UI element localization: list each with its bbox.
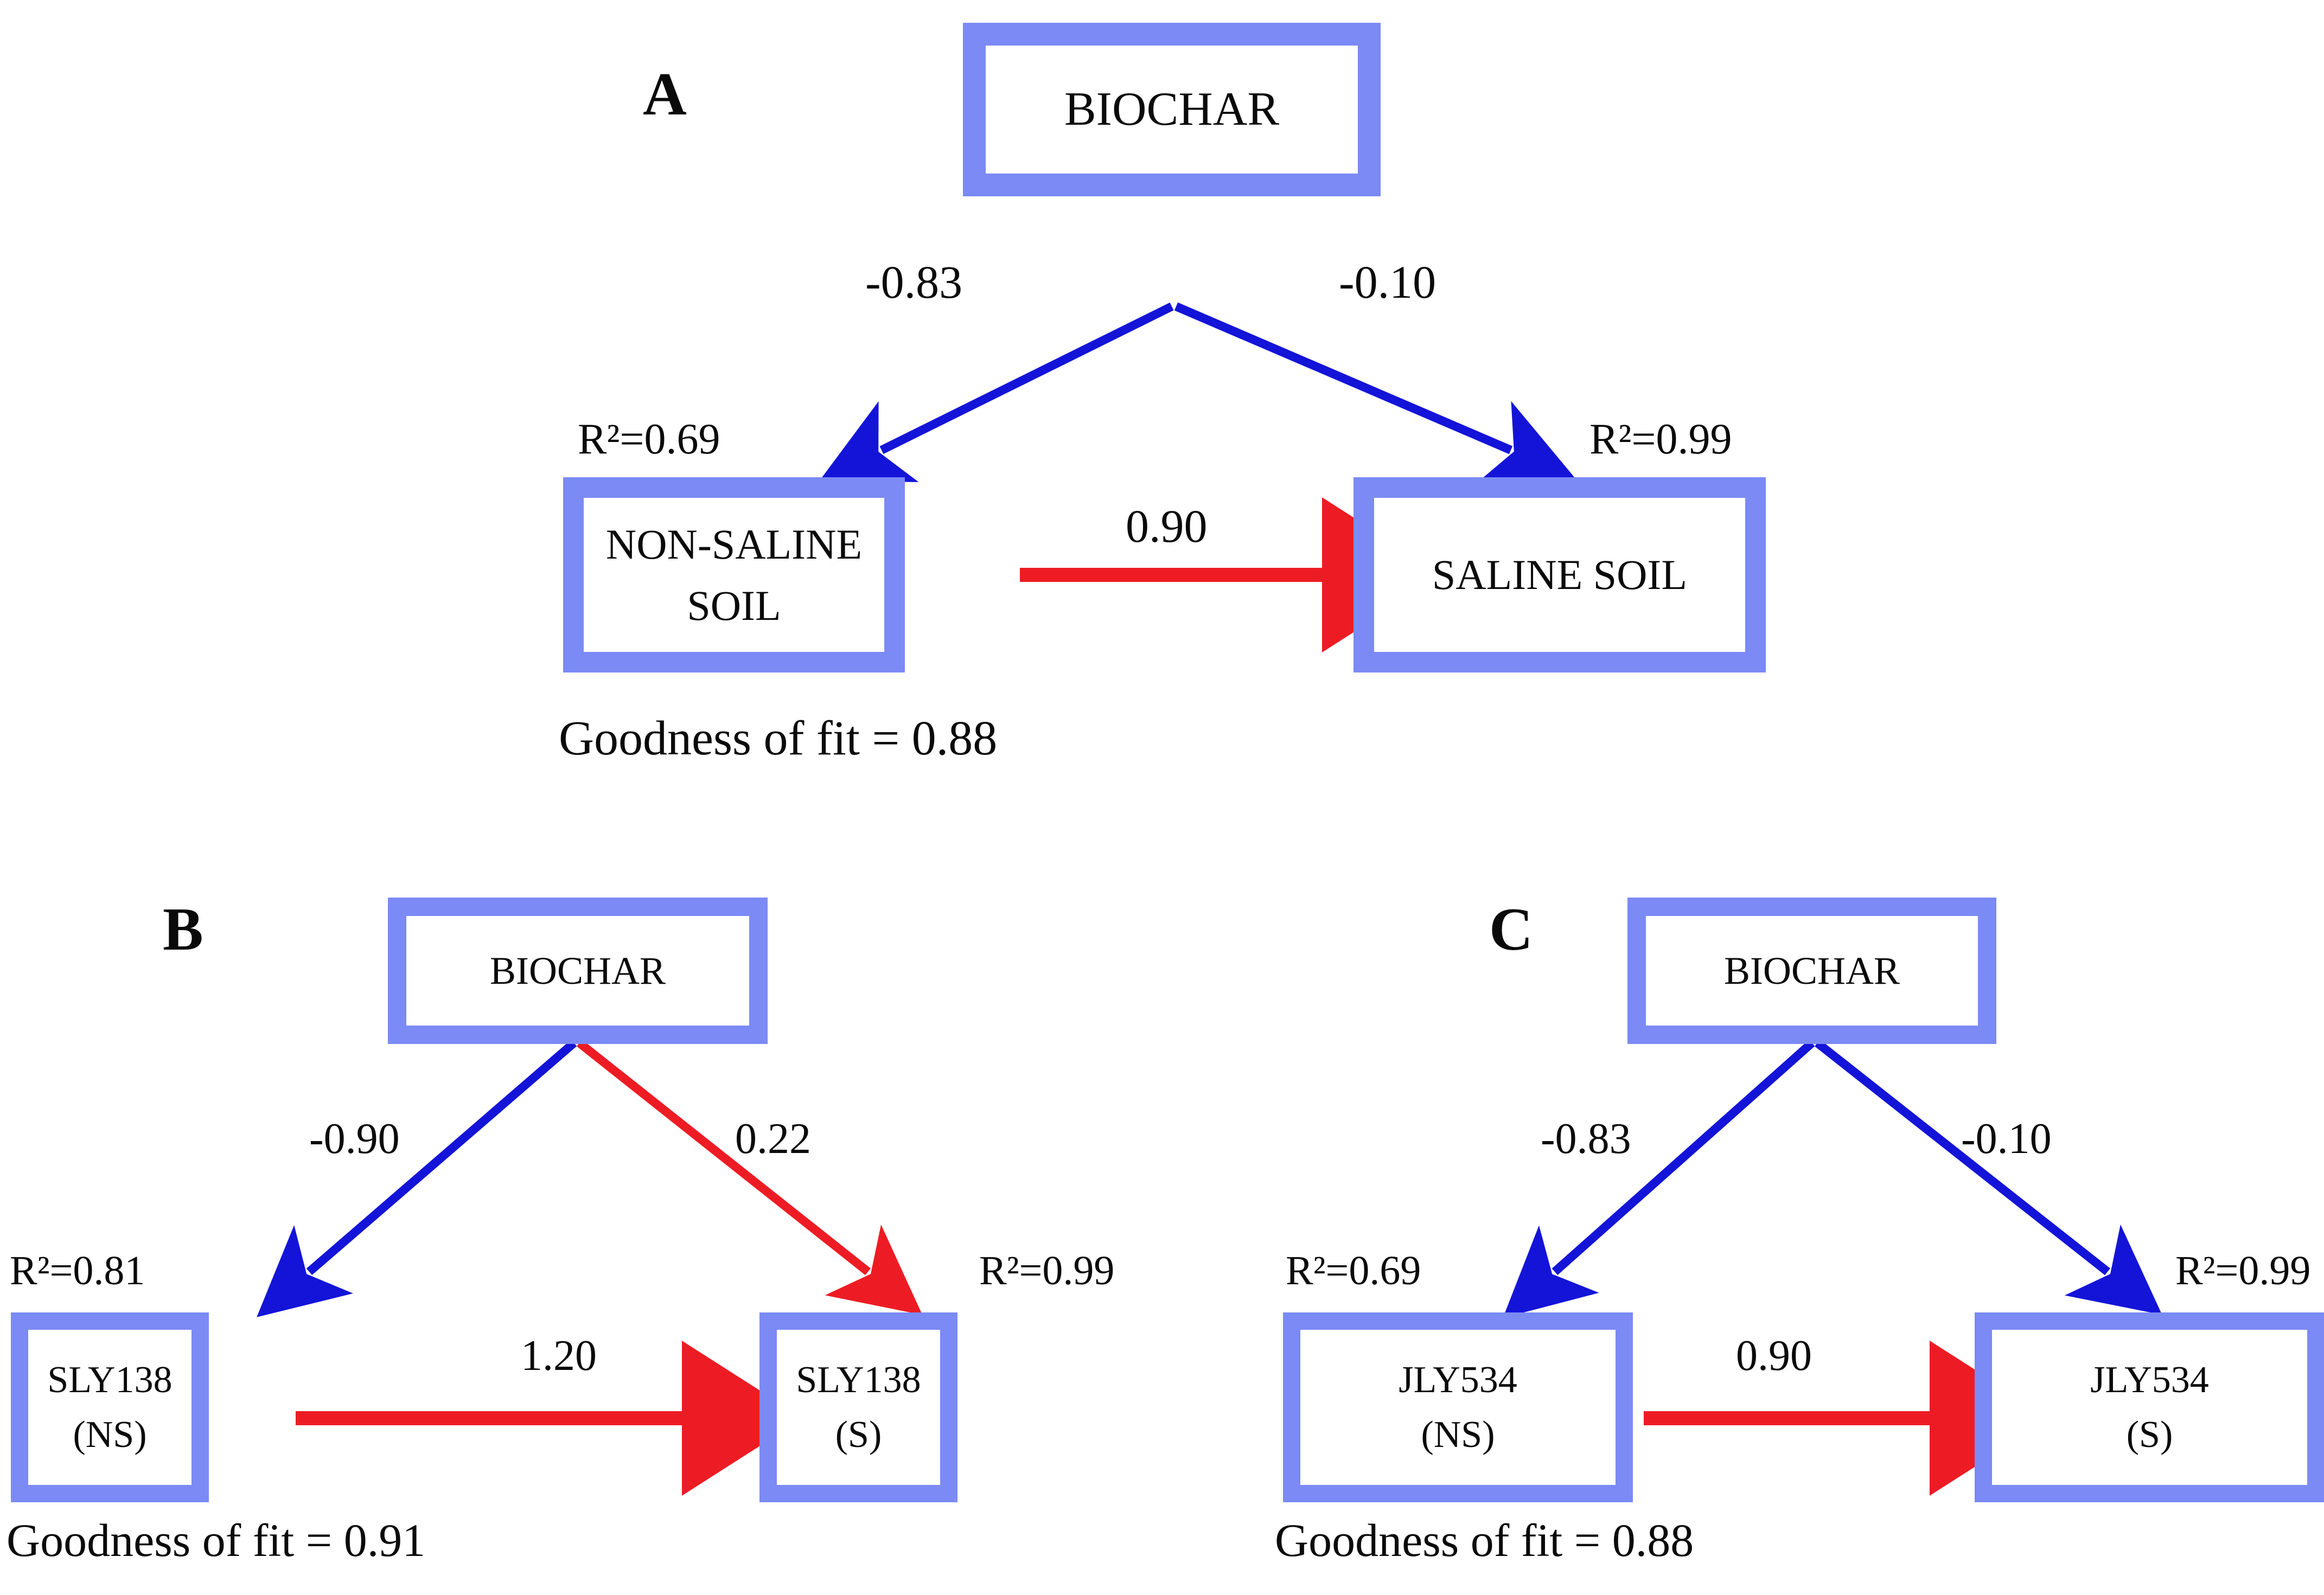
panel-c-node-jly534-s: JLY534 (S) [1975,1312,2324,1502]
panel-b-letter: B [163,896,203,963]
panel-b-coef-right: 0.22 [735,1115,811,1163]
panel-a-node-biochar-label: BIOCHAR [1064,83,1280,136]
path-b-biochar-to-sly138s [577,1039,923,1315]
panel-c-node-biochar-label: BIOCHAR [1723,949,1900,992]
panel-a-coef-left: -0.83 [865,256,963,308]
panel-b-coef-left: -0.90 [309,1115,400,1163]
panel-c-r2-left: R²=0.69 [1286,1248,1421,1293]
panel-a-node-non-saline-soil-label: NON-SALINE SOIL [605,520,863,629]
panel-a-node-biochar: BIOCHAR [963,23,1381,196]
panel-c-letter: C [1489,896,1533,963]
panel-b-node-sly138-ns: SLY138 (NS) [11,1312,209,1502]
panel-a-node-non-saline-soil: NON-SALINE SOIL [563,477,905,672]
panel-a-r2-left: R²=0.69 [578,415,720,463]
panel-a-letter: A [643,61,687,128]
path-a-biochar-to-saline [1174,302,1575,484]
panel-c-coef-left: -0.83 [1541,1115,1631,1163]
panel-c-r2-right: R²=0.99 [2175,1248,2311,1293]
panel-a-node-saline-soil-label: SALINE SOIL [1432,551,1688,599]
panel-c-coef-middle: 0.90 [1736,1332,1812,1380]
panel-c-node-jly534-s-label: JLY534 (S) [2090,1359,2209,1456]
panel-c-goodness-of-fit: Goodness of fit = 0.88 [1275,1514,1694,1566]
panel-b-goodness-of-fit: Goodness of fit = 0.91 [7,1514,426,1566]
panel-a-coef-right: -0.10 [1339,256,1436,308]
panel-a-coef-middle: 0.90 [1126,500,1208,552]
panel-b-node-sly138-ns-label: SLY138 (NS) [47,1359,173,1456]
panel-b-node-biochar-label: BIOCHAR [489,949,666,992]
panel-c-node-jly534-ns-label: JLY534 (NS) [1399,1359,1517,1456]
panel-b-r2-left: R²=0.81 [10,1248,145,1293]
panel-b-node-biochar: BIOCHAR [388,898,768,1044]
panel-b-node-sly138-s-label: SLY138 (S) [796,1359,921,1456]
panel-c-node-biochar: BIOCHAR [1627,898,1996,1044]
panel-a-r2-right: R²=0.99 [1589,415,1732,463]
panel-c-node-jly534-ns: JLY534 (NS) [1283,1312,1633,1502]
path-a-biochar-to-nonsaline [819,302,1174,482]
panel-b-r2-right: R²=0.99 [979,1248,1115,1293]
panel-a-node-saline-soil: SALINE SOIL [1353,477,1766,672]
panel-a-goodness-of-fit: Goodness of fit = 0.88 [559,712,998,765]
panel-c-coef-right: -0.10 [1961,1115,2052,1163]
panel-b-coef-middle: 1.20 [521,1332,597,1380]
panel-b-node-sly138-s: SLY138 (S) [759,1312,957,1502]
